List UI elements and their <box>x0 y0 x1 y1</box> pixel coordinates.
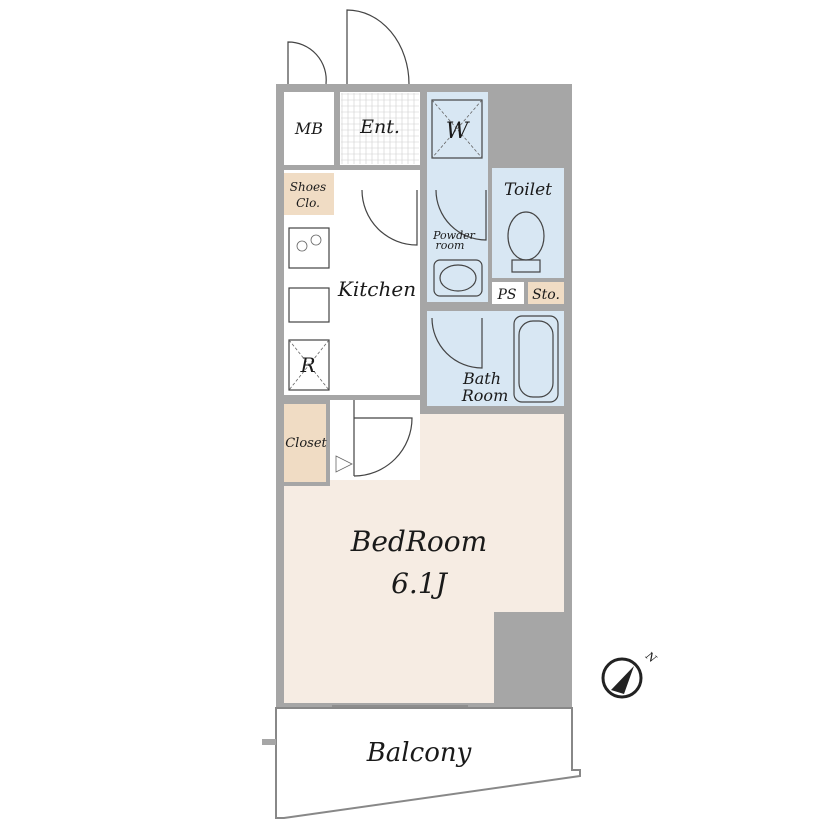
compass-north-label: N <box>642 649 659 666</box>
room-labels: MB Ent. W Shoes Clo. Toilet Powder room … <box>285 116 560 768</box>
label-powder-room: Powder <box>432 229 476 242</box>
compass-icon: N <box>601 649 659 699</box>
label-bedroom: BedRoom <box>350 525 487 558</box>
structural-columns <box>492 92 572 710</box>
label-kitchen: Kitchen <box>337 277 416 301</box>
label-bedroom-size: 6.1J <box>391 567 449 600</box>
label-shoes-closet: Shoes <box>290 180 326 194</box>
entrance-tile <box>341 93 419 164</box>
label-washer: W <box>446 119 471 144</box>
balcony-area <box>262 705 581 819</box>
label-bath-room-2: Room <box>461 386 508 405</box>
fixtures <box>288 99 559 473</box>
label-storage: Sto. <box>532 287 560 303</box>
entrance-doors <box>287 9 410 85</box>
label-balcony: Balcony <box>366 738 472 768</box>
label-powder-room-2: room <box>436 239 465 252</box>
label-ps: PS <box>496 287 516 303</box>
label-bath-room: Bath <box>462 369 501 388</box>
label-entrance: Ent. <box>359 116 400 138</box>
label-closet: Closet <box>285 436 327 451</box>
label-toilet: Toilet <box>504 180 552 200</box>
label-refrigerator: R <box>299 353 315 377</box>
door-swings <box>353 189 487 477</box>
label-shoes-closet-2: Clo. <box>296 196 320 210</box>
label-mb: MB <box>294 119 323 138</box>
